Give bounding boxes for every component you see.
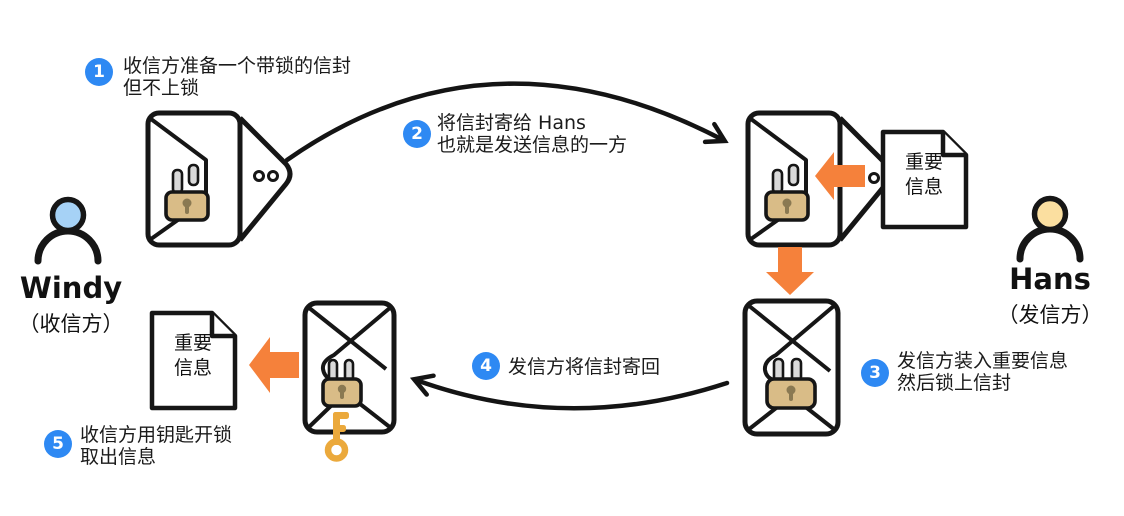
hans-head xyxy=(1031,195,1069,233)
orange-arrow-down-icon xyxy=(766,247,814,295)
document-bottom-label: 重要 信息 xyxy=(153,331,233,381)
document-folded-corner xyxy=(940,132,966,158)
keyhole xyxy=(337,384,347,394)
block-arrow-left xyxy=(249,337,299,393)
step-1-badge: 1 xyxy=(85,58,113,86)
keyhole xyxy=(182,198,192,208)
block-arrow-down xyxy=(766,247,814,295)
shackle-right-prong xyxy=(787,163,800,187)
shackle-left-prong xyxy=(771,168,784,195)
step-3-line2: 然后锁上信封 xyxy=(897,372,1012,394)
step-4-badge: 4 xyxy=(472,352,500,380)
envelope-flap xyxy=(238,116,293,242)
orange-arrow-left-extract-icon xyxy=(249,337,299,393)
step-5-line2: 取出信息 xyxy=(80,446,157,468)
key-ring xyxy=(324,438,349,462)
padlock-locked-icon xyxy=(321,358,363,408)
step-2-line1: 将信封寄给 Hans xyxy=(437,112,586,134)
fold-line-tl xyxy=(306,305,388,371)
sealed-envelope-with-key xyxy=(302,300,397,462)
sealed-envelope-locked-right xyxy=(742,298,841,437)
document-bottom-line2: 信息 xyxy=(173,357,212,379)
fold-line-tl xyxy=(746,303,832,373)
keyhole-stem xyxy=(789,392,793,401)
key-icon xyxy=(324,412,349,462)
key-tooth-mid xyxy=(333,425,346,432)
step-2-number: 2 xyxy=(411,124,423,144)
hans-role: （发信方） xyxy=(997,303,1103,327)
padlock-open-icon xyxy=(164,163,210,222)
document-top-line2: 信息 xyxy=(904,176,943,198)
hans-shoulders xyxy=(1016,225,1084,263)
windy-person-icon xyxy=(34,196,102,265)
arrow-send-envelope-back xyxy=(409,373,730,411)
document-icon-top xyxy=(880,129,969,230)
step-4-text: 发信方将信封寄回 xyxy=(508,356,660,378)
windy-head xyxy=(49,196,87,234)
keyhole-stem xyxy=(785,205,789,214)
step-5-line1: 收信方用钥匙开锁 xyxy=(80,424,233,446)
document-top-line1: 重要 xyxy=(904,151,943,173)
hans-name: Hans xyxy=(1009,262,1091,296)
step-3-line1: 发信方装入重要信息 xyxy=(897,350,1069,372)
windy-name: Windy xyxy=(19,271,123,305)
flap-button-2 xyxy=(267,170,279,182)
step-4-line1: 发信方将信封寄回 xyxy=(508,356,661,378)
windy-role: （收信方） xyxy=(18,312,124,336)
hans-person-icon xyxy=(1016,195,1084,263)
step-3-number: 3 xyxy=(869,363,881,383)
windy-shoulders xyxy=(34,227,102,265)
shackle-right-prong xyxy=(187,163,200,187)
document-folded-corner xyxy=(209,313,235,339)
step-1-line1: 收信方准备一个带锁的信封 xyxy=(123,55,352,77)
step-3-text: 发信方装入重要信息 然后锁上信封 xyxy=(897,350,1068,394)
step-1-text: 收信方准备一个带锁的信封 但不上锁 xyxy=(123,55,351,99)
document-top-label: 重要 信息 xyxy=(884,150,964,200)
keyhole-stem xyxy=(340,391,344,399)
fold-line-tr-hook xyxy=(762,303,837,382)
document-icon-bottom xyxy=(149,310,238,411)
padlock-open-icon xyxy=(764,163,810,222)
step-5-text: 收信方用钥匙开锁 取出信息 xyxy=(80,424,232,468)
open-envelope-unlocked-left xyxy=(145,110,293,248)
fold-line-tr-hook xyxy=(320,305,393,381)
shackle-left-prong xyxy=(171,168,184,195)
step-5-badge: 5 xyxy=(44,430,72,458)
step-2-text: 将信封寄给 Hans 也就是发送信息的一方 xyxy=(437,112,627,156)
keyhole xyxy=(786,385,796,395)
step-2-badge: 2 xyxy=(403,120,431,148)
step-1-line2: 但不上锁 xyxy=(123,77,200,99)
flap-button-1 xyxy=(253,170,265,182)
step-2-line2: 也就是发送信息的一方 xyxy=(437,134,628,156)
keyhole xyxy=(782,198,792,208)
padlock-locked-icon xyxy=(765,357,817,410)
document-bottom-line1: 重要 xyxy=(173,332,212,354)
arrow-send-envelope-to-hans xyxy=(284,81,729,163)
flap-button-1 xyxy=(868,172,880,184)
orange-arrow-left-insert-icon xyxy=(815,152,865,200)
step-3-badge: 3 xyxy=(861,359,889,387)
step-1-number: 1 xyxy=(93,62,105,82)
keyhole-stem xyxy=(185,205,189,214)
step-5-number: 5 xyxy=(52,434,64,454)
block-arrow-left xyxy=(815,152,865,200)
step-4-number: 4 xyxy=(480,356,492,376)
key-tooth-top xyxy=(333,412,349,419)
